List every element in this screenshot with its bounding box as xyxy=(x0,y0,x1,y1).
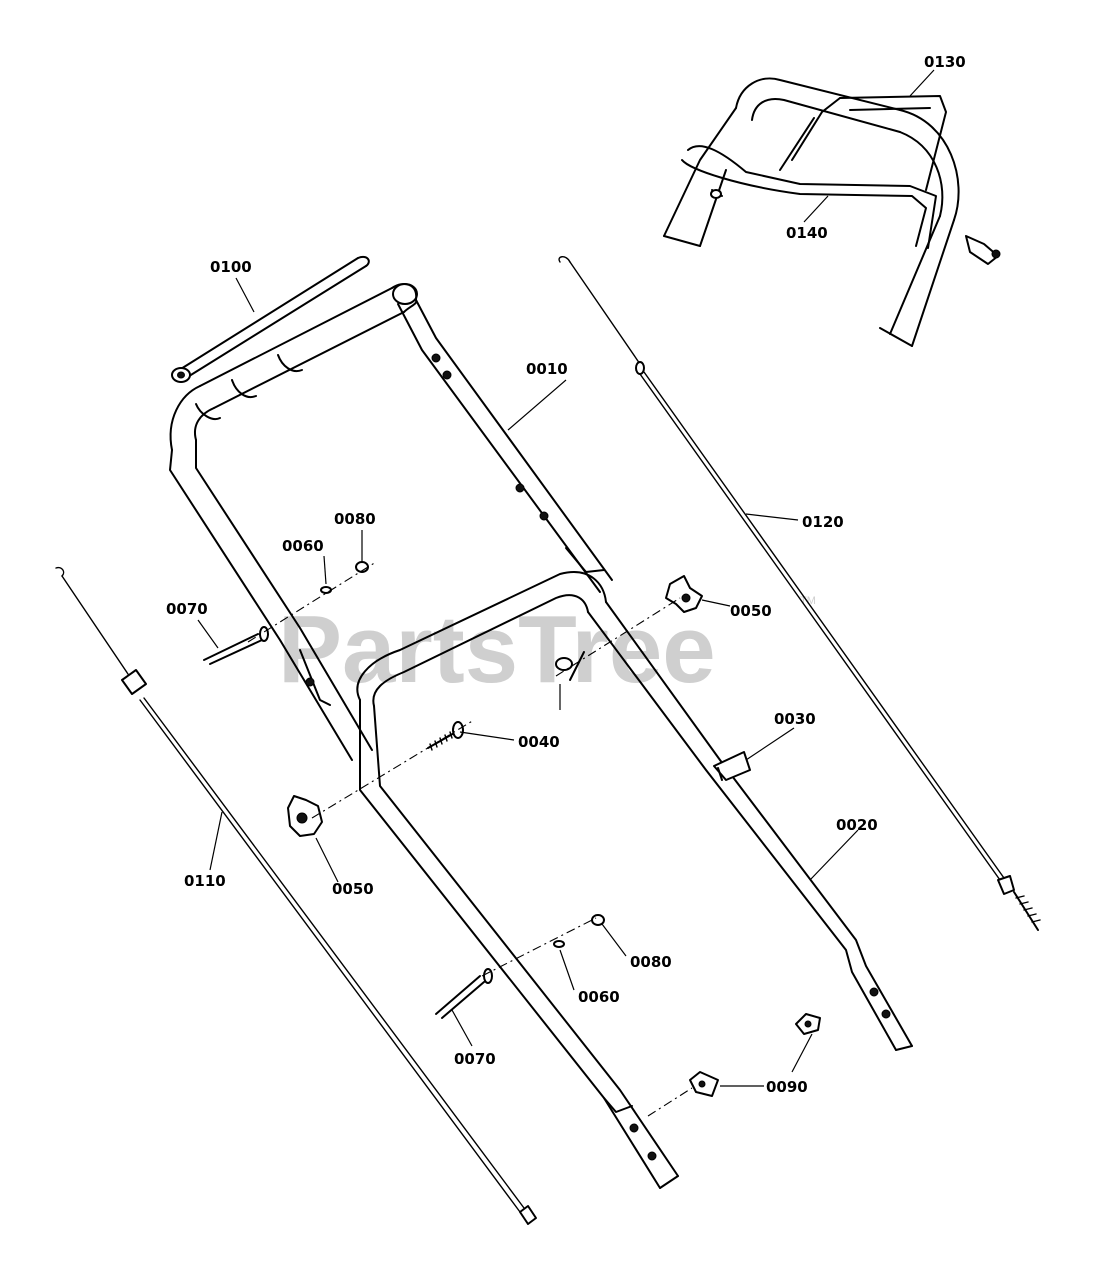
watermark: PartsTree xyxy=(278,596,716,703)
handle-knob-left[interactable] xyxy=(287,795,323,837)
carriage-bolt-upper[interactable] xyxy=(555,651,585,681)
callout-0140: 0140 xyxy=(786,224,828,242)
callout-0080-lower: 0080 xyxy=(630,953,672,971)
washer-lower[interactable] xyxy=(553,940,565,948)
callout-0090: 0090 xyxy=(766,1078,808,1096)
upper-handle[interactable] xyxy=(169,283,613,761)
callout-0050-right: 0050 xyxy=(730,602,772,620)
callout-0110: 0110 xyxy=(184,872,226,890)
nut-lower[interactable] xyxy=(591,914,605,926)
cable-guide[interactable] xyxy=(713,751,751,781)
callout-0100: 0100 xyxy=(210,258,252,276)
cable-clip-right[interactable] xyxy=(795,1013,821,1035)
callout-0030: 0030 xyxy=(774,710,816,728)
foam-grip[interactable] xyxy=(171,256,370,383)
control-cable-left[interactable] xyxy=(55,566,537,1225)
callout-0050-left: 0050 xyxy=(332,880,374,898)
control-cable-right[interactable] xyxy=(558,256,1041,931)
lower-handle[interactable] xyxy=(299,571,913,1189)
callout-0070-lower: 0070 xyxy=(454,1050,496,1068)
handle-knob-right[interactable] xyxy=(665,575,703,613)
callout-0060-lower: 0060 xyxy=(578,988,620,1006)
callout-0010: 0010 xyxy=(526,360,568,378)
watermark-trademark: TM xyxy=(800,595,816,607)
inset-handle-view xyxy=(663,77,1001,347)
washer-upper[interactable] xyxy=(320,586,332,594)
carriage-bolt-lower[interactable] xyxy=(427,721,464,751)
callout-0070-upper: 0070 xyxy=(166,600,208,618)
bolt-upper[interactable] xyxy=(203,626,269,665)
callout-0080-upper: 0080 xyxy=(334,510,376,528)
callout-0060-upper: 0060 xyxy=(282,537,324,555)
callout-0130: 0130 xyxy=(924,53,966,71)
callout-0040: 0040 xyxy=(518,733,560,751)
callout-0120: 0120 xyxy=(802,513,844,531)
callout-0020: 0020 xyxy=(836,816,878,834)
bolt-lower[interactable] xyxy=(435,968,493,1019)
cable-clip-left[interactable] xyxy=(689,1071,719,1097)
